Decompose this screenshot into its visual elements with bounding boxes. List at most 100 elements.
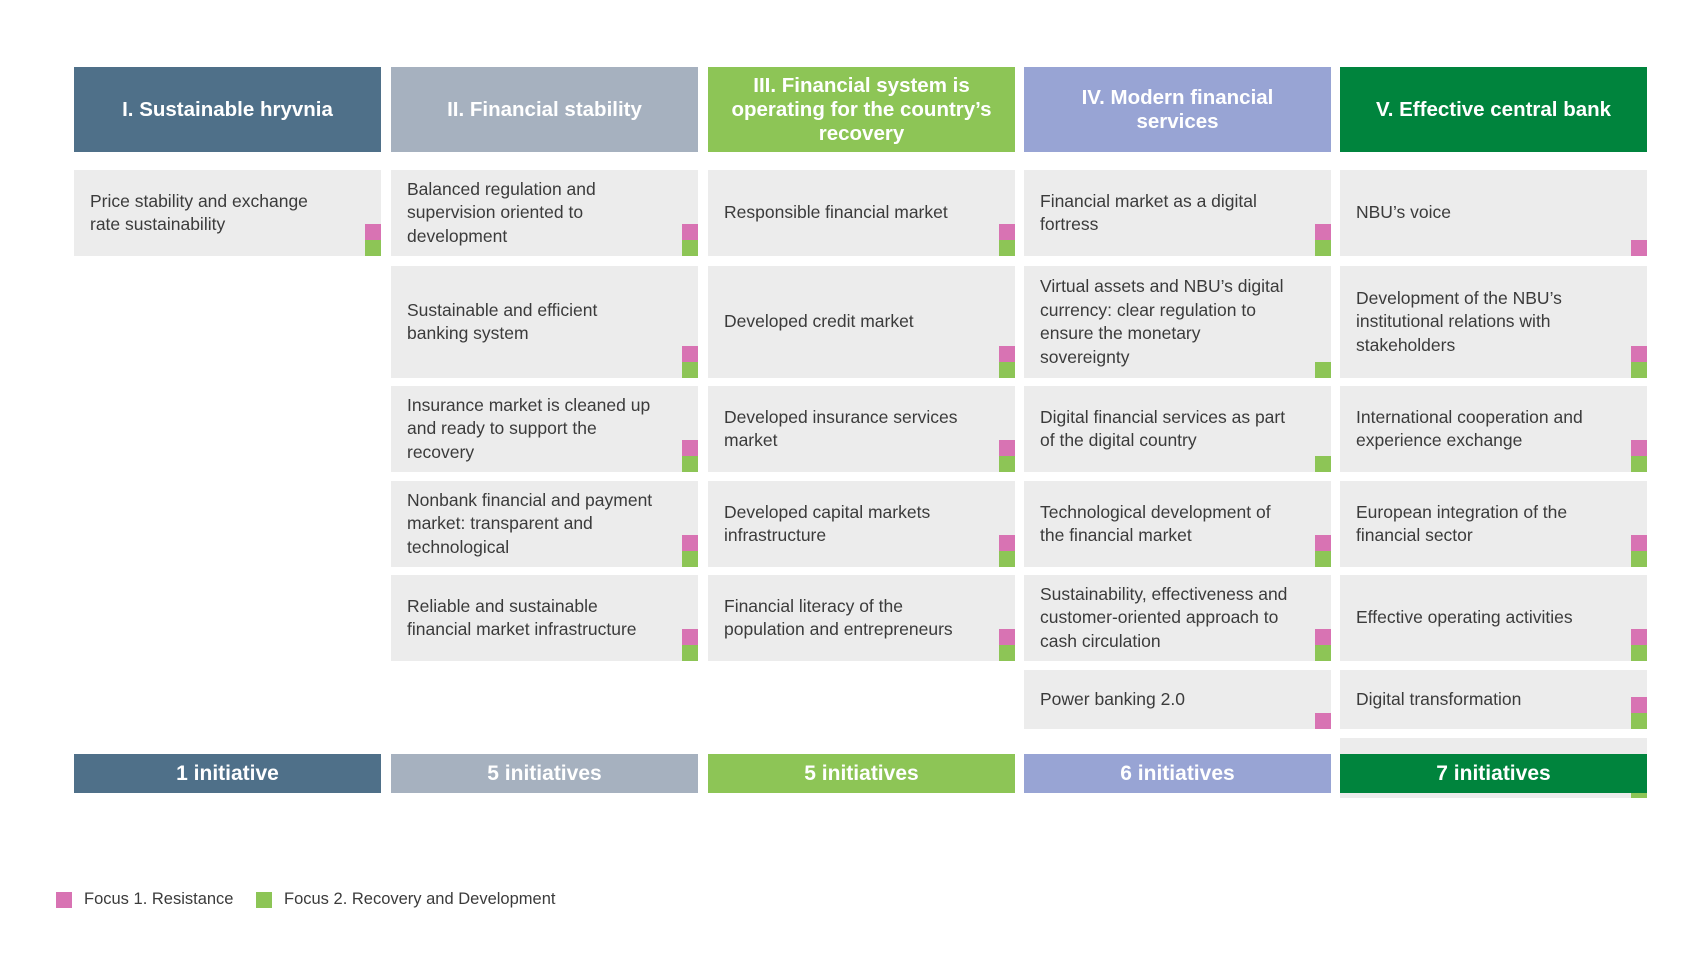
initiative-label: International cooperation and experience…	[1356, 406, 1583, 451]
initiative-card: Financial literacy of the population and…	[708, 575, 1015, 661]
focus-markers	[1315, 456, 1331, 472]
focus2-marker	[682, 362, 698, 378]
focus2-marker	[1315, 645, 1331, 661]
initiative-count-bar: 6 initiatives	[1024, 754, 1331, 793]
focus2-marker	[1315, 240, 1331, 256]
initiative-card: Sustainability, effectiveness and custom…	[1024, 575, 1331, 661]
column-header: II. Financial stability	[391, 67, 698, 152]
initiative-card: European integration of the financial se…	[1340, 481, 1647, 567]
focus1-marker	[682, 535, 698, 551]
initiative-label: Technological development of the financi…	[1040, 501, 1271, 546]
focus-markers	[682, 224, 698, 256]
initiative-card: Digital financial services as part of th…	[1024, 386, 1331, 472]
initiative-card: Sustainable and efficient banking system	[391, 266, 698, 378]
initiative-label: Power banking 2.0	[1040, 688, 1185, 709]
focus1-marker	[1315, 629, 1331, 645]
initiative-label: Reliable and sustainable financial marke…	[407, 595, 637, 640]
initiative-label: Responsible financial market	[724, 202, 948, 223]
focus1-marker	[1315, 224, 1331, 240]
initiative-card: Responsible financial market	[708, 170, 1015, 256]
initiative-label: Sustainable and efficient banking system	[407, 299, 598, 344]
focus2-marker	[999, 551, 1015, 567]
focus-markers	[1315, 629, 1331, 661]
initiative-card: Price stability and exchange rate sustai…	[74, 170, 381, 256]
initiative-card: Power banking 2.0	[1024, 670, 1331, 729]
focus2-marker	[682, 551, 698, 567]
initiative-card: NBU’s voice	[1340, 170, 1647, 256]
focus-markers	[682, 535, 698, 567]
legend-label: Focus 1. Resistance	[84, 890, 234, 908]
focus-markers	[999, 346, 1015, 378]
initiative-card: Balanced regulation and supervision orie…	[391, 170, 698, 256]
focus2-marker	[1631, 713, 1647, 729]
focus2-marker	[1631, 551, 1647, 567]
focus1-marker	[999, 535, 1015, 551]
legend-swatch	[256, 891, 272, 908]
focus-markers	[999, 440, 1015, 472]
focus1-marker	[682, 440, 698, 456]
focus-markers	[365, 224, 381, 256]
initiative-count-bar: 7 initiatives	[1340, 754, 1647, 793]
focus1-marker	[1631, 697, 1647, 713]
focus-markers	[1315, 535, 1331, 567]
focus1-marker	[1631, 240, 1647, 256]
initiative-label: Developed insurance services market	[724, 406, 958, 451]
focus-markers	[1315, 362, 1331, 378]
initiative-card: Insurance market is cleaned up and ready…	[391, 386, 698, 472]
initiative-label: Virtual assets and NBU’s digital currenc…	[1040, 276, 1284, 367]
focus2-marker	[999, 645, 1015, 661]
focus1-marker	[682, 346, 698, 362]
initiative-card: Developed capital markets infrastructure	[708, 481, 1015, 567]
initiative-label: Effective operating activities	[1356, 607, 1573, 628]
column-3: III. Financial system is operating for t…	[708, 67, 1015, 661]
focus-markers	[1315, 713, 1331, 729]
focus2-marker	[682, 645, 698, 661]
focus-markers	[682, 629, 698, 661]
initiative-count-bar: 1 initiative	[74, 754, 381, 793]
focus-markers	[682, 440, 698, 472]
focus2-marker	[999, 362, 1015, 378]
focus2-marker	[1315, 362, 1331, 378]
initiative-count-bar: 5 initiatives	[708, 754, 1015, 793]
focus1-marker	[999, 629, 1015, 645]
focus2-marker	[999, 456, 1015, 472]
focus-markers	[999, 224, 1015, 256]
focus1-marker	[682, 224, 698, 240]
focus2-marker	[682, 456, 698, 472]
focus-markers	[999, 629, 1015, 661]
focus-markers	[1631, 346, 1647, 378]
focus2-marker	[1631, 362, 1647, 378]
legend-item: Focus 2. Recovery and Development	[256, 890, 555, 909]
focus2-marker	[365, 240, 381, 256]
initiative-label: Balanced regulation and supervision orie…	[407, 178, 596, 246]
initiative-count-bar: 5 initiatives	[391, 754, 698, 793]
initiative-label: Developed capital markets infrastructure	[724, 501, 931, 546]
initiative-label: Development of the NBU’s institutional r…	[1356, 287, 1562, 355]
initiative-card: International cooperation and experience…	[1340, 386, 1647, 472]
initiative-label: Insurance market is cleaned up and ready…	[407, 394, 651, 462]
legend-item: Focus 1. Resistance	[56, 890, 233, 909]
focus2-marker	[1315, 551, 1331, 567]
legend-label: Focus 2. Recovery and Development	[284, 890, 556, 908]
initiative-card: Developed credit market	[708, 266, 1015, 378]
initiative-label: Price stability and exchange rate sustai…	[90, 190, 308, 235]
focus2-marker	[1631, 645, 1647, 661]
initiative-card: Effective operating activities	[1340, 575, 1647, 661]
initiative-card: Technological development of the financi…	[1024, 481, 1331, 567]
focus-markers	[1315, 224, 1331, 256]
focus2-marker	[1315, 456, 1331, 472]
initiative-label: Sustainability, effectiveness and custom…	[1040, 583, 1288, 651]
column-header: III. Financial system is operating for t…	[708, 67, 1015, 152]
focus-markers	[1631, 697, 1647, 729]
focus1-marker	[682, 629, 698, 645]
initiative-label: Nonbank financial and payment market: tr…	[407, 489, 653, 557]
focus1-marker	[1631, 535, 1647, 551]
focus2-marker	[1631, 456, 1647, 472]
initiative-label: Digital financial services as part of th…	[1040, 406, 1286, 451]
initiative-label: NBU’s voice	[1356, 202, 1451, 223]
initiative-label: Financial market as a digital fortress	[1040, 190, 1257, 235]
focus2-marker	[682, 240, 698, 256]
